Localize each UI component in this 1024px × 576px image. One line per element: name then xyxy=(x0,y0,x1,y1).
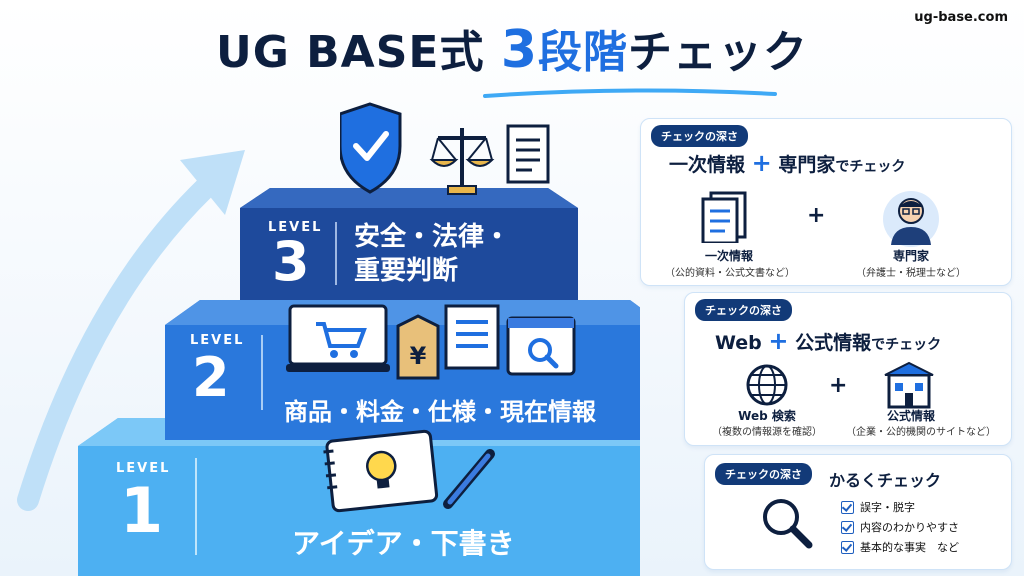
level-3-line1: 安全・法律・ xyxy=(354,222,511,252)
title-blue-word: 段階 xyxy=(538,27,628,78)
checkbox-icon xyxy=(841,520,854,534)
level-3-label: LEVEL xyxy=(268,220,323,235)
level-2-icons: ¥ xyxy=(286,304,576,380)
item-sub: （弁護士・税理士など） xyxy=(856,268,966,279)
item-sub: （複数の情報源を確認） xyxy=(712,427,822,438)
search-window-icon xyxy=(506,316,576,376)
title-prefix: UG BASE式 xyxy=(215,27,485,78)
level-3-text: 安全・法律・ 重要判断 xyxy=(354,220,510,288)
panel-level-2: チェックの深さ Web + 公式情報でチェック + Web 検索 （複数の情報源… xyxy=(684,292,1012,446)
pyramid xyxy=(78,188,640,576)
level-1-number: 1 xyxy=(120,474,164,547)
building-icon xyxy=(884,361,934,409)
panel-level-3: チェックの深さ 一次情報 + 専門家でチェック + 一次情報 （公的資料・公式文… xyxy=(640,118,1012,286)
title-suffix: チェック xyxy=(628,27,808,78)
panel-level-1: チェックの深さ かるくチェック 誤字・脱字 内容のわかりやすさ 基本的な事実 な… xyxy=(704,454,1012,570)
item-sub: （企業・公的機関のサイトなど） xyxy=(846,427,996,438)
level-2-label: LEVEL xyxy=(190,333,245,348)
scales-icon xyxy=(429,128,495,195)
item-label: 一次情報 xyxy=(704,249,753,263)
check-item: 基本的な事実 など xyxy=(841,539,959,555)
panel-tag: チェックの深さ xyxy=(695,299,792,321)
growth-arrow xyxy=(17,150,245,511)
plus-sign: + xyxy=(807,203,826,228)
level-2-number: 2 xyxy=(192,346,230,409)
level-2-text: 商品・料金・仕様・現在情報 xyxy=(284,398,596,426)
level-1-label: LEVEL xyxy=(116,461,171,476)
page-title: UG BASE式 3段階チェック xyxy=(0,22,1024,81)
panel-heading: かるくチェック xyxy=(829,471,942,490)
level-1-text: アイデア・下書き xyxy=(292,527,515,560)
check-item: 誤字・脱字 xyxy=(841,499,915,515)
checkbox-icon xyxy=(841,540,854,554)
check-item: 内容のわかりやすさ xyxy=(841,519,959,535)
item-label: 公式情報 xyxy=(886,409,935,423)
documents-icon xyxy=(701,191,747,243)
document-icon xyxy=(444,304,500,370)
level-1-icons xyxy=(323,429,495,513)
item-label: 専門家 xyxy=(892,249,929,263)
level-3-icons xyxy=(340,102,550,195)
pen-icon xyxy=(443,449,495,509)
level-3-number: 3 xyxy=(272,230,310,293)
level-3-line2: 重要判断 xyxy=(354,256,459,286)
title-number: 3 xyxy=(500,20,538,80)
svg-text:¥: ¥ xyxy=(410,342,427,370)
checkbox-icon xyxy=(841,500,854,514)
panel-heading: 一次情報 + 専門家でチェック xyxy=(669,149,906,177)
notebook-lightbulb-icon xyxy=(323,429,439,513)
shield-check-icon xyxy=(340,102,402,194)
item-label: Web 検索 xyxy=(738,409,796,423)
title-underline xyxy=(483,88,777,98)
document-icon xyxy=(506,124,550,184)
site-url: ug-base.com xyxy=(914,10,1008,25)
panel-heading: Web + 公式情報でチェック xyxy=(715,327,942,355)
panel-tag: チェックの深さ xyxy=(651,125,748,147)
expert-person-icon xyxy=(883,191,939,247)
item-sub: （公的資料・公式文書など） xyxy=(665,268,795,279)
laptop-cart-icon xyxy=(286,304,390,372)
magnifier-icon xyxy=(763,499,813,549)
globe-icon xyxy=(746,364,788,406)
tier-3-shape xyxy=(240,188,578,300)
price-tag-yen-icon: ¥ xyxy=(396,314,440,380)
panel-tag: チェックの深さ xyxy=(715,463,812,485)
plus-sign: + xyxy=(829,373,848,398)
